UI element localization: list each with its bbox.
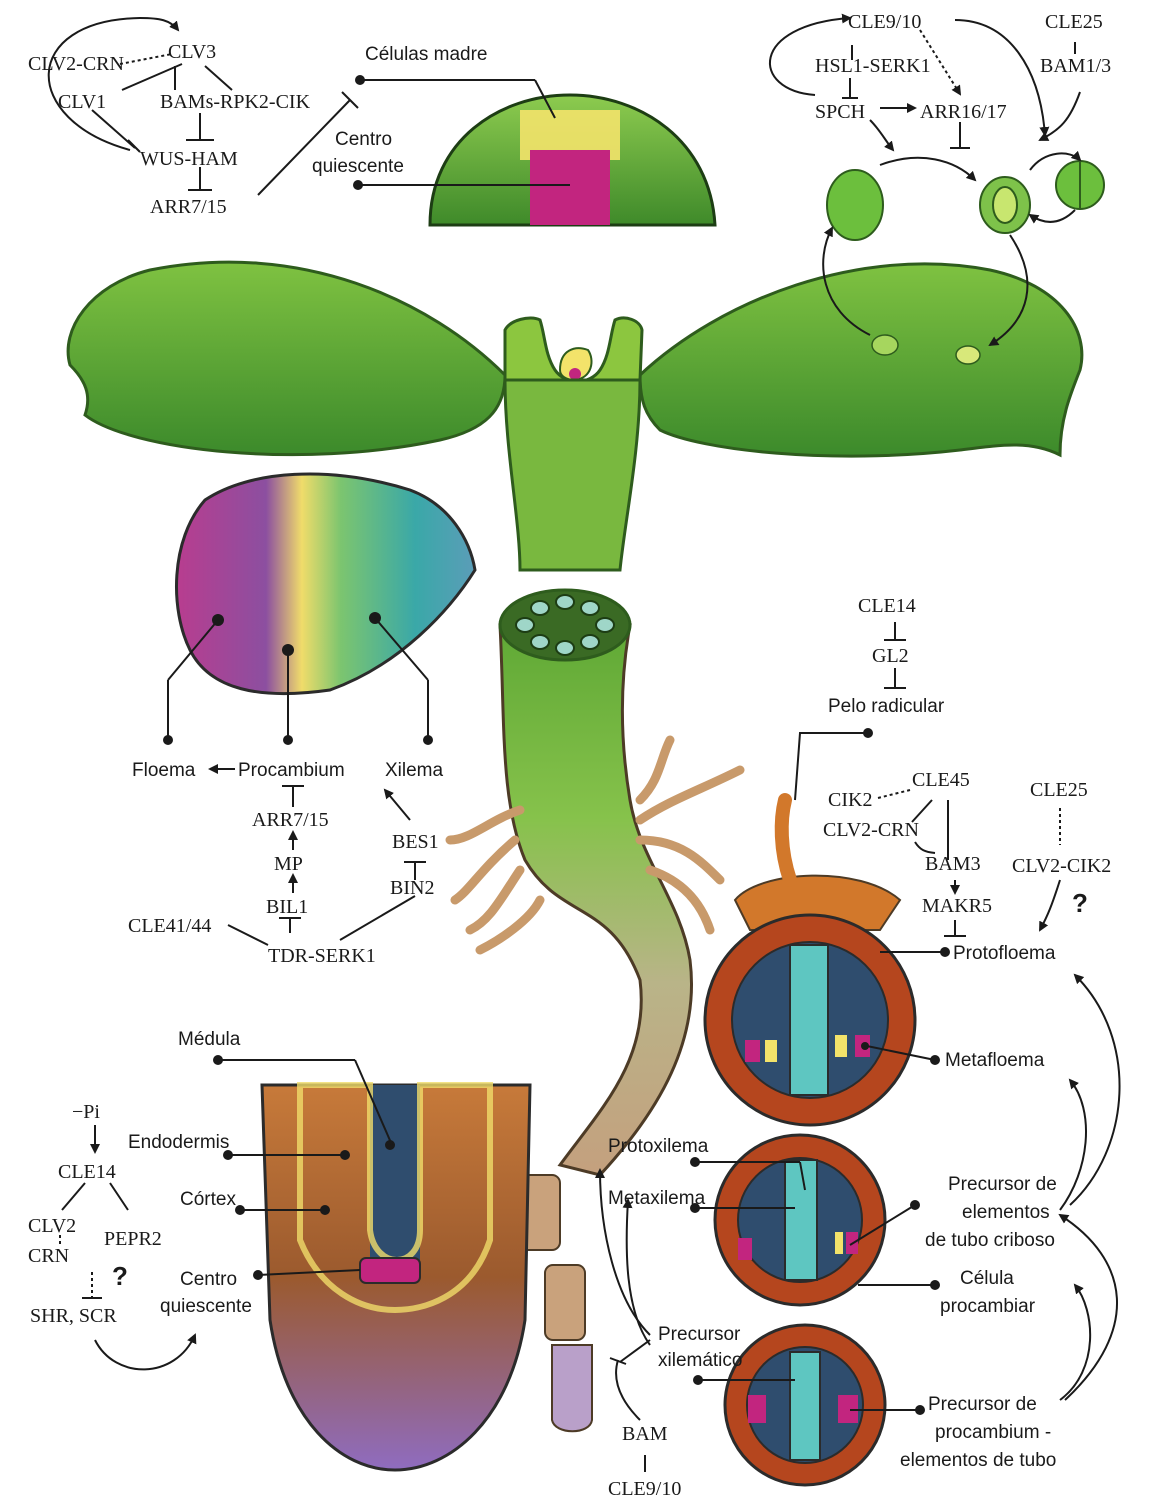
label-cle14-root: CLE14 xyxy=(58,1161,116,1183)
label-hsl1-serk1: HSL1-SERK1 xyxy=(815,55,931,77)
label-xilema: Xilema xyxy=(385,760,444,781)
root-segments xyxy=(520,1175,592,1431)
label-protofloema: Protofloema xyxy=(953,943,1056,964)
label-cle25-top: CLE25 xyxy=(1045,11,1103,33)
label-qc-top-2: quiescente xyxy=(312,156,404,177)
label-procamb-precursor-1: Precursor de xyxy=(928,1394,1037,1415)
label-procambium: Procambium xyxy=(238,760,345,781)
label-question-right: ? xyxy=(1072,888,1088,918)
label-floema: Floema xyxy=(132,760,196,781)
label-cle45: CLE45 xyxy=(912,769,970,791)
label-qc-root-1: Centro xyxy=(180,1269,237,1290)
label-sieve-precursor-1: Precursor de xyxy=(948,1174,1057,1195)
label-question-root: ? xyxy=(112,1261,128,1291)
label-pelo-radicular: Pelo radicular xyxy=(828,696,945,717)
left-cotyledon xyxy=(68,262,505,455)
label-endodermis: Endodermis xyxy=(128,1132,229,1153)
label-bam-bottom: BAM xyxy=(622,1423,668,1445)
label-spch: SPCH xyxy=(815,101,865,123)
label-tdr-serk1: TDR-SERK1 xyxy=(268,945,376,967)
label-bams-rpk2-cik: BAMs-RPK2-CIK xyxy=(160,91,311,113)
label-procamb-precursor-2: procambium - xyxy=(935,1422,1051,1443)
seedling-illustration xyxy=(68,262,1082,1431)
label-clv1: CLV1 xyxy=(58,91,106,113)
label-minus-pi: −Pi xyxy=(72,1101,100,1123)
right-cotyledon xyxy=(640,264,1082,456)
label-cle9-10-top: CLE9/10 xyxy=(848,11,921,33)
label-procambial-cell-1: Célula xyxy=(960,1268,1014,1289)
label-cle9-10-bottom: CLE9/10 xyxy=(608,1478,681,1500)
label-medula: Médula xyxy=(178,1029,241,1050)
label-cortex: Córtex xyxy=(180,1189,236,1210)
label-bam3: BAM3 xyxy=(925,853,981,875)
label-clv2-crn: CLV2-CRN xyxy=(28,53,124,75)
label-clv2-root: CLV2 xyxy=(28,1215,76,1237)
label-bam1-3: BAM1/3 xyxy=(1040,55,1111,77)
vascular-tissue-diagram xyxy=(176,474,475,694)
label-bil1: BIL1 xyxy=(266,896,308,918)
label-xylem-precursor-1: Precursor xyxy=(658,1324,741,1345)
label-mp: MP xyxy=(274,853,303,875)
label-bes1: BES1 xyxy=(392,831,439,853)
label-makr5: MAKR5 xyxy=(922,895,992,917)
label-procambial-cell-2: procambiar xyxy=(940,1296,1036,1317)
label-cle25-right: CLE25 xyxy=(1030,779,1088,801)
label-qc-top-1: Centro xyxy=(335,129,392,150)
label-arr16-17: ARR16/17 xyxy=(920,101,1007,123)
label-arr7-15-mid: ARR7/15 xyxy=(252,809,329,831)
hypocotyl xyxy=(505,380,640,570)
shoot-meristem-dome xyxy=(430,95,715,225)
label-qc-root-2: quiescente xyxy=(160,1296,252,1317)
label-metaxilema: Metaxilema xyxy=(608,1188,706,1209)
label-pepr2: PEPR2 xyxy=(104,1228,162,1250)
label-procamb-precursor-3: elementos de tubo xyxy=(900,1450,1056,1471)
label-sieve-precursor-3: de tubo criboso xyxy=(925,1230,1055,1251)
label-wus-ham: WUS-HAM xyxy=(140,148,238,170)
apex-quiescent-center xyxy=(569,368,581,380)
label-gl2: GL2 xyxy=(872,645,909,667)
label-cle14-hair: CLE14 xyxy=(858,595,916,617)
label-clv2-cik2: CLV2-CIK2 xyxy=(1012,855,1111,877)
label-arr7-15-top: ARR7/15 xyxy=(150,196,227,218)
label-bin2: BIN2 xyxy=(390,877,434,899)
label-protoxilema: Protoxilema xyxy=(608,1136,709,1157)
label-sieve-precursor-2: elementos xyxy=(962,1202,1050,1223)
label-shr-scr: SHR, SCR xyxy=(30,1305,117,1327)
root-cross-sections xyxy=(705,728,915,1485)
root-tip-diagram xyxy=(262,1085,530,1470)
label-metafloema: Metafloema xyxy=(945,1050,1045,1071)
label-stem-cells: Células madre xyxy=(365,44,488,65)
label-xylem-precursor-2: xilemático xyxy=(658,1350,742,1371)
label-clv2-crn-right: CLV2-CRN xyxy=(823,819,919,841)
label-cle41-44: CLE41/44 xyxy=(128,915,211,937)
label-cik2: CIK2 xyxy=(828,789,872,811)
label-crn-root: CRN xyxy=(28,1245,69,1267)
label-clv3: CLV3 xyxy=(168,41,216,63)
